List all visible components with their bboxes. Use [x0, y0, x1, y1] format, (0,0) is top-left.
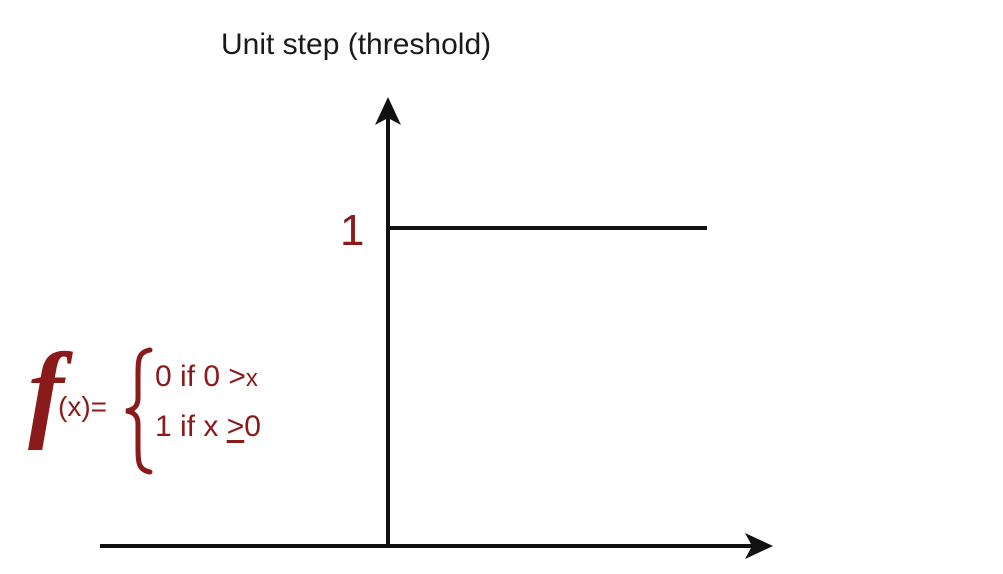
curly-brace-icon [125, 347, 153, 475]
case-one-threshold: 0 [244, 410, 261, 443]
y-axis-arrowhead [375, 97, 401, 125]
case-one-relation: > [226, 410, 245, 443]
function-symbol: f [28, 332, 64, 451]
y-tick-label-one: 1 [340, 206, 365, 255]
case-zero-variable: x [245, 365, 258, 392]
case-one-condition: if x [180, 410, 227, 443]
case-zero-value: 0 [155, 360, 172, 393]
case-one-value: 1 [155, 410, 172, 443]
case-zero: 0 if 0 >x [155, 360, 258, 394]
function-argument: (x)= [58, 391, 107, 422]
diagram-title: Unit step (threshold) [221, 28, 492, 61]
case-zero-condition: if 0 > [180, 360, 246, 393]
x-axis-arrowhead [745, 533, 773, 559]
case-one: 1 if x >0 [155, 410, 261, 444]
